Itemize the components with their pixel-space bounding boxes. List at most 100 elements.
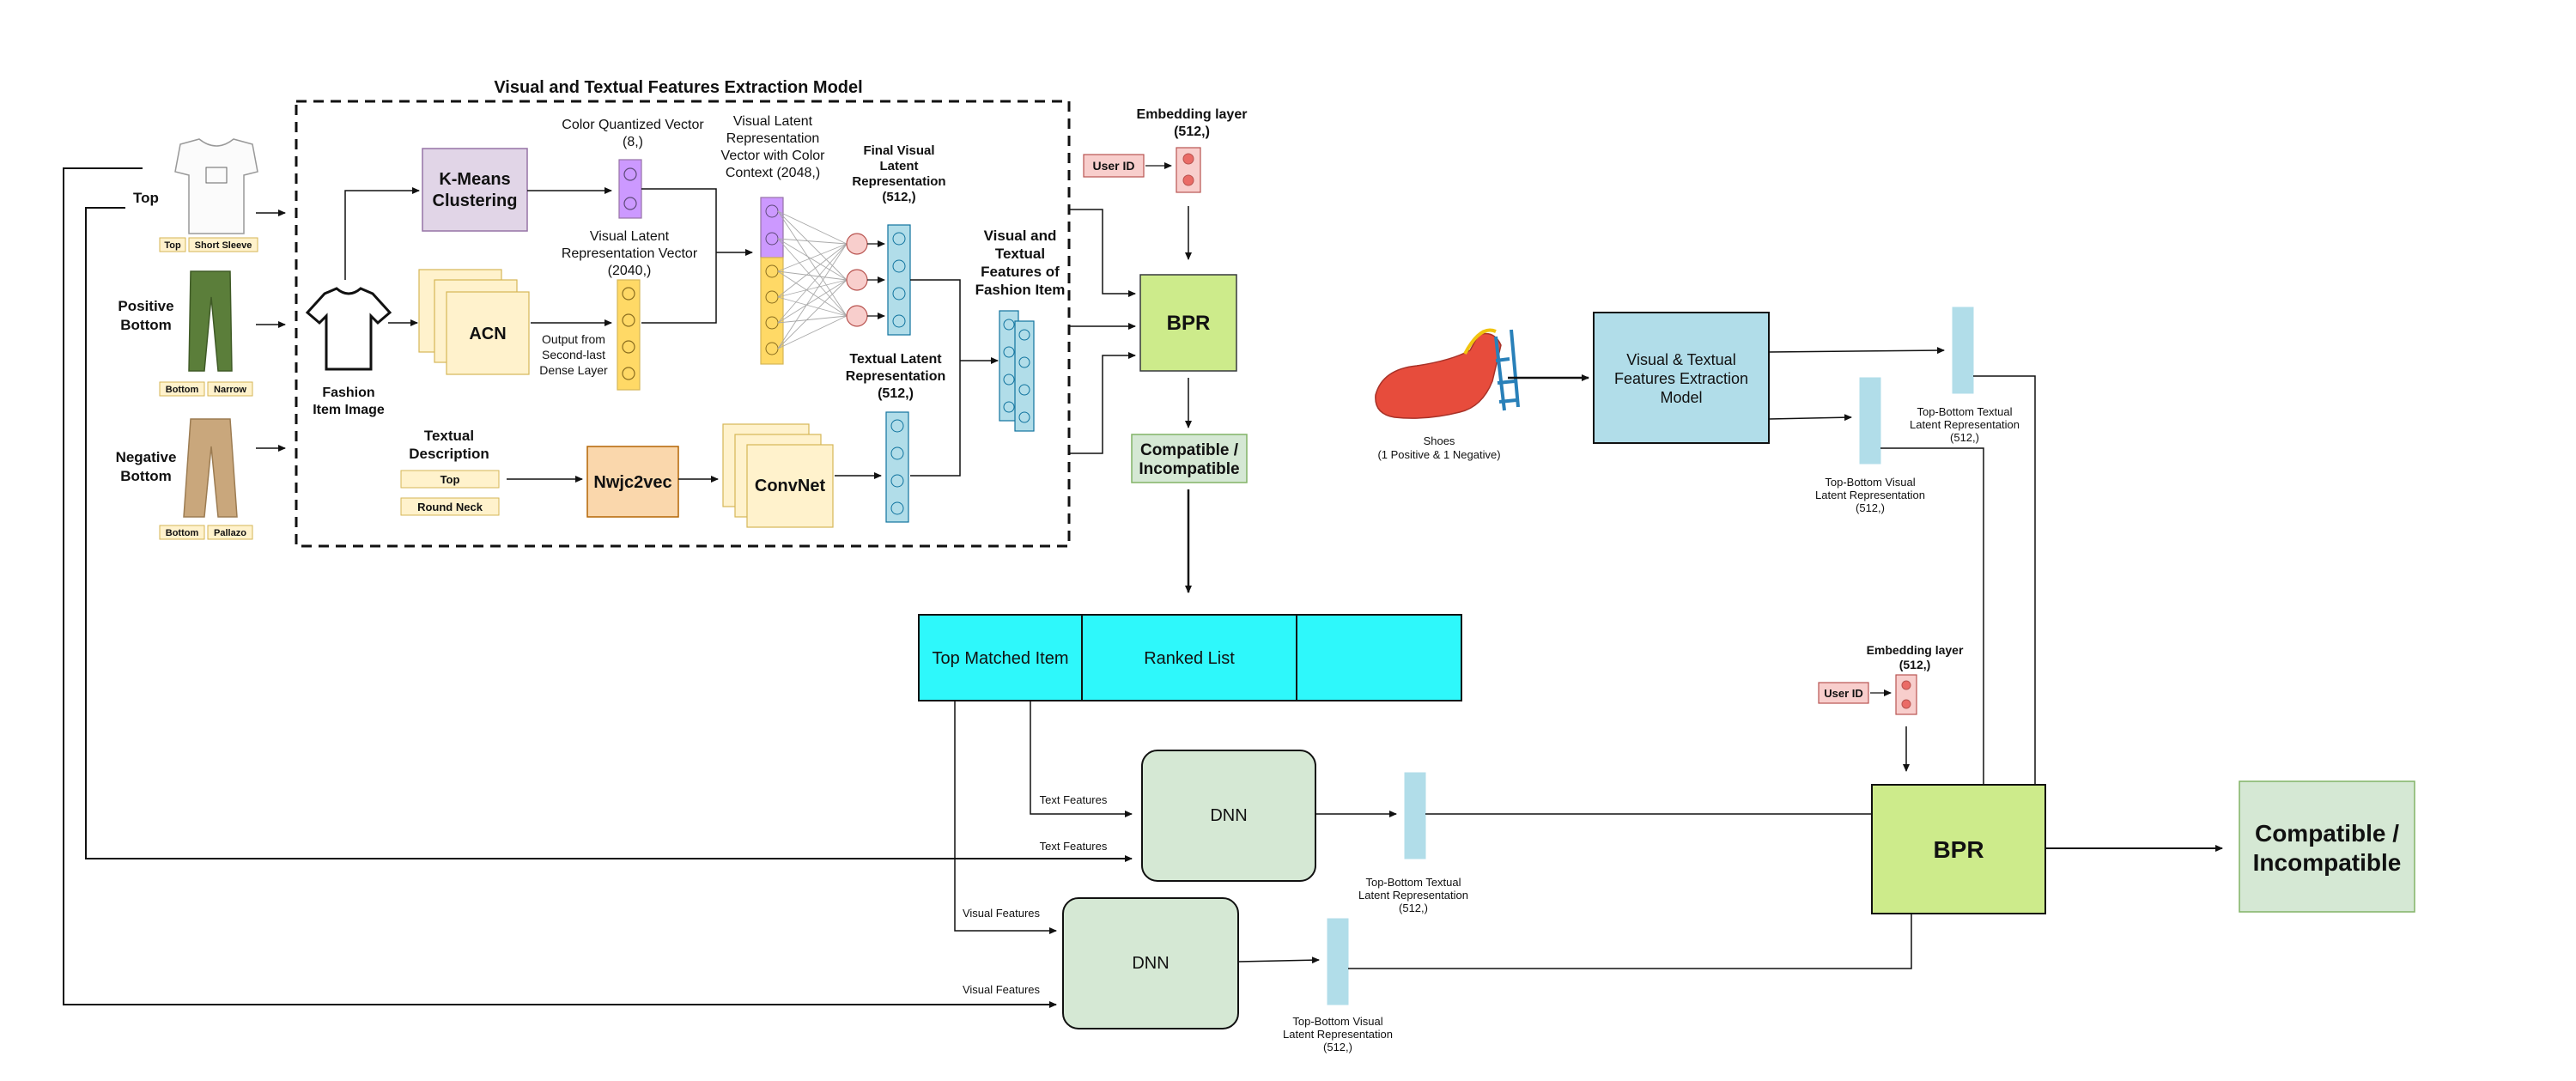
bpr-label-top: BPR [1167, 312, 1211, 335]
positive-tag-1: Bottom [166, 385, 199, 395]
kmeans-label: K-Means [439, 170, 510, 189]
textual-latent-label: Textual Latent [849, 352, 942, 367]
final-visual-vector [887, 224, 911, 336]
output-note: Output from [542, 332, 605, 346]
top-tag-2: Short Sleeve [195, 240, 252, 251]
top-shirt-image [174, 138, 258, 234]
desc-tag-2: Round Neck [417, 501, 483, 513]
shoes-label-2: (1 Positive & 1 Negative) [1377, 448, 1500, 461]
text-features-label-1: Text Features [1040, 793, 1108, 806]
textual-description-label: Textual [424, 428, 474, 444]
embedding-vector-right [1895, 674, 1917, 715]
right-textual-vector [1952, 307, 1974, 394]
ranked-cell-1: Top Matched Item [933, 649, 1069, 668]
result-label-right-2: Incompatible [2253, 849, 2402, 876]
visual-features-label-2: Visual Features [963, 983, 1041, 996]
embedding-label-right-2: (512,) [1899, 658, 1931, 671]
dnn-out-1 [1404, 772, 1426, 859]
vt-features-label-4: Fashion Item [975, 282, 1066, 298]
fashion-item-label-2: Item Image [313, 403, 385, 417]
color-context-label-3: Vector with Color [721, 149, 826, 163]
textual-latent-label-3: (512,) [878, 386, 914, 401]
textual-latent-label-2: Representation [846, 369, 945, 384]
result-label-top: Compatible / [1140, 441, 1239, 459]
result-box-right [2239, 780, 2415, 913]
result-label-top-2: Incompatible [1139, 460, 1239, 478]
hidden-nodes [846, 233, 868, 327]
nwjc2vec-box [586, 446, 679, 518]
color-context-label-4: Context (2048,) [726, 166, 820, 180]
text-features-label-2: Text Features [1040, 840, 1108, 853]
right-visual-label-2: Latent Representation [1815, 489, 1925, 501]
user-id-box-right [1818, 682, 1869, 704]
dnn-label-1: DNN [1210, 806, 1247, 825]
negative-label: Negative [116, 449, 177, 465]
user-id-label-top: User ID [1092, 159, 1134, 173]
color-context-label: Visual Latent [733, 114, 813, 129]
convnet-box [746, 444, 834, 528]
convnet-label: ConvNet [755, 477, 826, 495]
shoe-image [1375, 328, 1520, 419]
ranked-list-table [918, 614, 1462, 701]
dnn-box-2 [1062, 897, 1239, 1029]
visual-features-label-1: Visual Features [963, 907, 1041, 920]
right-visual-vector [1859, 377, 1881, 465]
dnn-out-1-label-3: (512,) [1399, 902, 1428, 914]
vt-features-label-3: Features of [981, 264, 1060, 280]
negative-bottom-image [183, 418, 238, 518]
positive-tag-2: Narrow [214, 385, 246, 395]
right-textual-label-2: Latent Representation [1910, 418, 2020, 431]
fashion-item-label: Fashion [322, 386, 374, 400]
visual-vector-label: Visual Latent [590, 229, 670, 244]
output-note-3: Dense Layer [539, 363, 608, 377]
visual-vector-label-3: (2040,) [608, 264, 652, 278]
result-label-right: Compatible / [2255, 820, 2399, 847]
user-id-label-right: User ID [1824, 687, 1863, 700]
top-label: Top [133, 190, 159, 206]
dense-connections [777, 210, 848, 349]
dnn-label-2: DNN [1132, 954, 1169, 973]
extraction-model-label-3: Model [1660, 389, 1702, 406]
concat-vector [760, 197, 784, 365]
positive-bottom-image [188, 270, 233, 372]
color-vector-label-2: (8,) [623, 135, 643, 149]
right-visual-label: Top-Bottom Visual [1825, 476, 1915, 489]
final-visual-label: Final Visual [863, 143, 934, 158]
nwjc2vec-label: Nwjc2vec [593, 473, 671, 492]
textual-description-label-2: Description [409, 446, 489, 462]
kmeans-box [422, 148, 528, 232]
color-context-label-2: Representation [726, 131, 820, 146]
right-visual-label-3: (512,) [1856, 501, 1885, 514]
model-title: Visual and Textual Features Extraction M… [494, 78, 862, 97]
ranked-cell-2: Ranked List [1144, 649, 1235, 668]
textual-latent-vector [885, 411, 909, 523]
right-textual-label: Top-Bottom Textual [1917, 405, 2012, 418]
top-tag-1: Top [164, 240, 181, 251]
dnn-out-1-label: Top-Bottom Textual [1365, 876, 1461, 889]
vt-features-label-2: Textual [995, 246, 1045, 262]
shoes-label: Shoes [1424, 434, 1455, 447]
extraction-model-label: Visual & Textual [1626, 351, 1735, 368]
vt-features-label: Visual and [984, 228, 1057, 244]
embedding-label-top: Embedding layer [1137, 107, 1248, 122]
negative-tag-2: Pallazo [214, 528, 246, 538]
vt-features-vector [999, 310, 1035, 432]
acn-box [446, 291, 530, 375]
dnn-out-2 [1327, 918, 1349, 1005]
embedding-label-right: Embedding layer [1867, 643, 1964, 657]
fashion-item-icon [305, 287, 392, 371]
kmeans-label-2: Clustering [433, 191, 518, 210]
bpr-box-right [1871, 784, 2046, 914]
embedding-vector-top [1176, 147, 1201, 193]
final-visual-label-4: (512,) [882, 190, 915, 204]
final-visual-label-2: Latent [880, 159, 919, 173]
extraction-frame [295, 100, 1071, 548]
acn-label: ACN [469, 325, 506, 343]
result-box-top [1131, 434, 1248, 483]
final-visual-label-3: Representation [852, 174, 945, 189]
user-id-box-top [1083, 154, 1145, 178]
dnn-out-2-label-2: Latent Representation [1283, 1028, 1393, 1041]
dnn-out-2-label: Top-Bottom Visual [1292, 1015, 1382, 1028]
embedding-label-top-2: (512,) [1174, 124, 1210, 139]
bpr-box-top [1139, 274, 1237, 372]
